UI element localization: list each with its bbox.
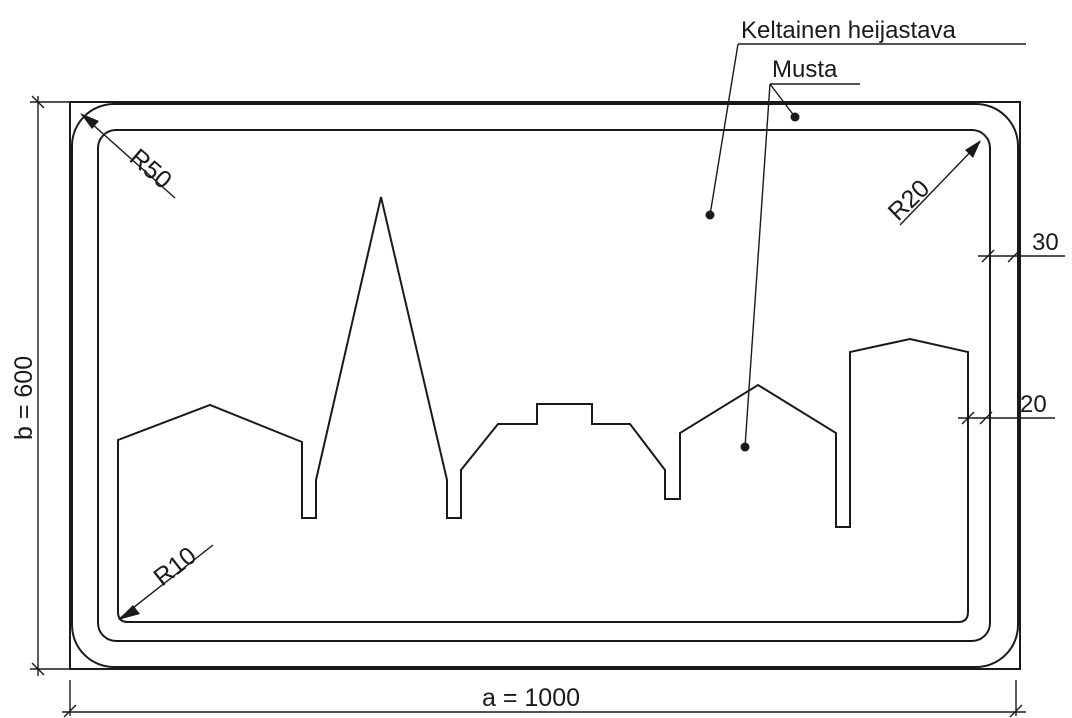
black-border-dot <box>790 112 800 122</box>
r50-leader-line <box>81 114 176 199</box>
town-silhouette-panel <box>117 196 969 623</box>
black-label: Musta <box>772 56 838 83</box>
dim-b-tick-top <box>31 95 45 109</box>
r50-arrowhead <box>80 113 99 129</box>
dim-20-tick-left <box>961 411 975 425</box>
yellow-reflective-label: Keltainen heijastava <box>741 17 956 44</box>
dim-30-label: 30 <box>1032 229 1059 256</box>
dim-a-tick-left <box>63 704 77 718</box>
dim-20-label: 20 <box>1020 391 1047 418</box>
black-leader-to-border <box>769 83 796 118</box>
r20-arrowhead <box>965 140 981 158</box>
black-leader-to-silhouette <box>744 83 771 448</box>
dim-30-tick-left <box>981 249 995 263</box>
dim-b-label: b = 600 <box>10 356 38 440</box>
yellow-reflective-leader <box>709 43 739 216</box>
dim-30-tick-right <box>1007 249 1021 263</box>
r10-label: R10 <box>148 541 201 591</box>
yellow-reflective-dot <box>705 210 715 220</box>
dim-20-tick-right <box>979 411 993 425</box>
r50-label: R50 <box>124 143 177 194</box>
r20-label: R20 <box>883 174 935 226</box>
sign-face-rounded-border <box>71 103 1019 668</box>
dim-b-tick-bottom <box>31 662 45 676</box>
black-border-outer-edge <box>97 129 991 642</box>
dim-a-label: a = 1000 <box>482 684 580 712</box>
r10-leader-line <box>118 544 214 620</box>
dim-a-tick-right <box>1009 704 1023 718</box>
r10-arrowhead <box>118 605 140 620</box>
sign-plate-outer-frame <box>69 101 1021 670</box>
black-silhouette-dot <box>740 442 750 452</box>
r20-leader-line <box>899 141 981 226</box>
